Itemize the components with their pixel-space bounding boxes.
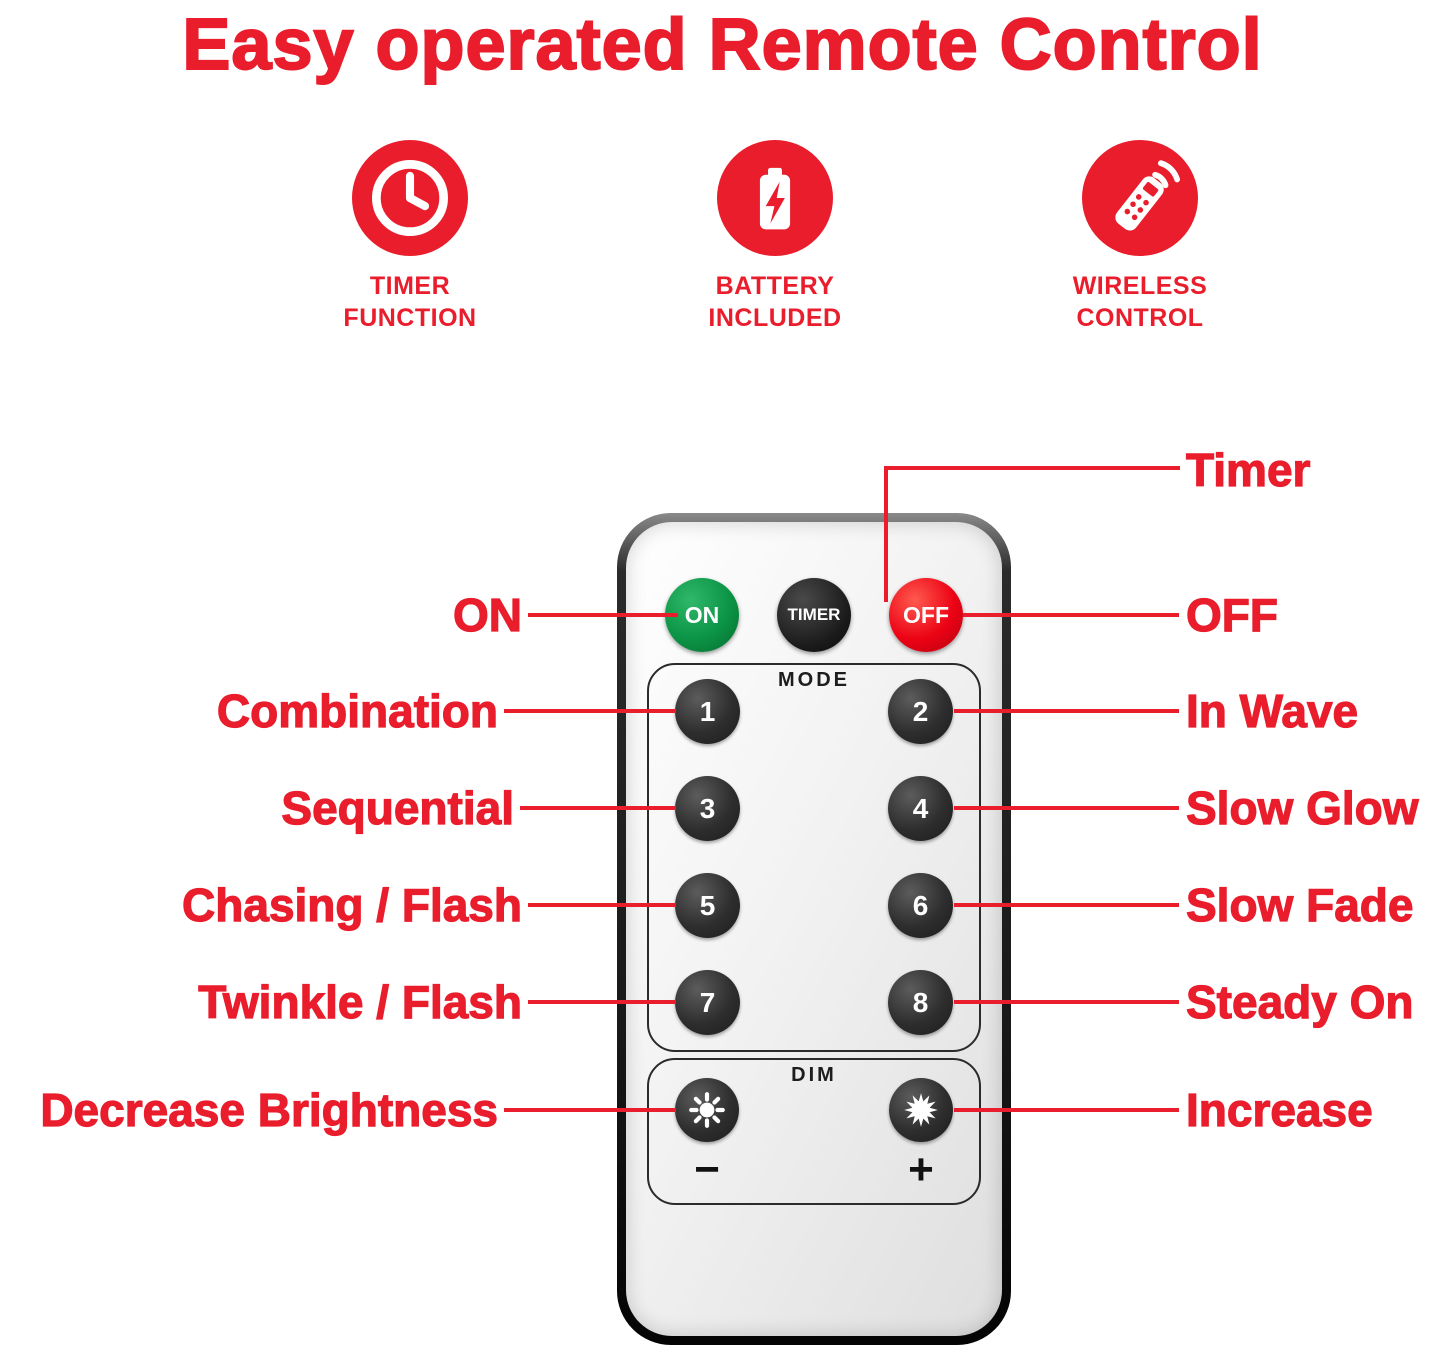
connector-line-in-wave xyxy=(954,709,1179,713)
off-button: OFF xyxy=(889,578,963,652)
label-decrease-brightness: Decrease Brightness xyxy=(40,1083,499,1136)
remote-icon xyxy=(1082,140,1198,256)
connector-line-steady-on xyxy=(954,1000,1179,1004)
battery-icon xyxy=(717,140,833,256)
label-in-wave: In Wave xyxy=(1185,684,1359,737)
dim-decrease-button xyxy=(675,1078,739,1142)
mode-panel: MODE 1 2 3 4 5 6 7 8 xyxy=(647,663,981,1052)
connector-line-on xyxy=(528,613,678,617)
label-steady-on: Steady On xyxy=(1185,975,1414,1028)
feature-timer-function: TIMER FUNCTION xyxy=(290,140,530,334)
label-slow-glow: Slow Glow xyxy=(1185,781,1419,834)
mode-button-3: 3 xyxy=(675,776,740,841)
feature-wireless-control: WIRELESS CONTROL xyxy=(1020,140,1260,334)
mode-button-4: 4 xyxy=(888,776,953,841)
mode-button-6: 6 xyxy=(888,873,953,938)
connector-line-twinkle-flash xyxy=(528,1000,676,1004)
minus-sign: − xyxy=(694,1145,720,1194)
remote-control: ON TIMER OFF MODE 1 2 3 4 5 6 xyxy=(617,513,1011,1345)
feature-label-line: WIRELESS xyxy=(1072,272,1208,300)
connector-line-off xyxy=(963,613,1179,617)
plus-sign: + xyxy=(908,1145,934,1194)
label-timer: Timer xyxy=(1185,443,1311,496)
brightness-high-icon xyxy=(904,1093,938,1127)
connector-line-slow-glow xyxy=(954,806,1179,810)
mode-button-2: 2 xyxy=(888,679,953,744)
feature-label-line: FUNCTION xyxy=(343,304,477,332)
mode-row: 7 8 xyxy=(649,970,979,1035)
feature-battery-included: BATTERY INCLUDED xyxy=(655,140,895,334)
mode-row: 3 4 xyxy=(649,776,979,841)
connector-line-chasing-flash xyxy=(528,903,676,907)
dim-row: − + xyxy=(649,1078,979,1192)
clock-icon xyxy=(352,140,468,256)
connector-line-sequential xyxy=(520,806,676,810)
label-slow-fade: Slow Fade xyxy=(1185,878,1414,931)
dim-panel: DIM xyxy=(647,1058,981,1205)
connector-line-timer xyxy=(884,466,1180,470)
mode-button-5: 5 xyxy=(675,873,740,938)
power-button-row: ON TIMER OFF xyxy=(626,578,1002,652)
feature-label-line: INCLUDED xyxy=(708,304,842,332)
connector-line-slow-fade xyxy=(954,903,1179,907)
mode-row: 5 6 xyxy=(649,873,979,938)
mode-label: MODE xyxy=(778,669,850,691)
mode-button-1: 1 xyxy=(675,679,740,744)
page-title: Easy operated Remote Control xyxy=(181,4,1263,86)
mode-button-7: 7 xyxy=(675,970,740,1035)
feature-label-line: BATTERY xyxy=(715,272,835,300)
connector-line-combination xyxy=(504,709,676,713)
brightness-low-icon xyxy=(689,1092,725,1128)
label-off: OFF xyxy=(1185,588,1278,641)
connector-line-timer-vertical xyxy=(884,466,888,602)
label-on: ON xyxy=(452,588,522,641)
feature-label-line: TIMER xyxy=(369,272,451,300)
remote-body: ON TIMER OFF MODE 1 2 3 4 5 6 xyxy=(626,522,1002,1336)
label-chasing-flash: Chasing / Flash xyxy=(181,878,522,931)
timer-button: TIMER xyxy=(777,578,851,652)
label-increase: Increase xyxy=(1185,1083,1373,1136)
label-twinkle-flash: Twinkle / Flash xyxy=(198,975,523,1028)
dim-label: DIM xyxy=(791,1064,837,1086)
connector-line-increase xyxy=(954,1108,1179,1112)
feature-label-line: CONTROL xyxy=(1076,304,1204,332)
dim-increase-button xyxy=(889,1078,953,1142)
connector-line-decrease xyxy=(504,1108,676,1112)
label-combination: Combination xyxy=(216,684,498,737)
mode-row: 1 2 xyxy=(649,679,979,744)
mode-button-8: 8 xyxy=(888,970,953,1035)
label-sequential: Sequential xyxy=(281,781,515,834)
